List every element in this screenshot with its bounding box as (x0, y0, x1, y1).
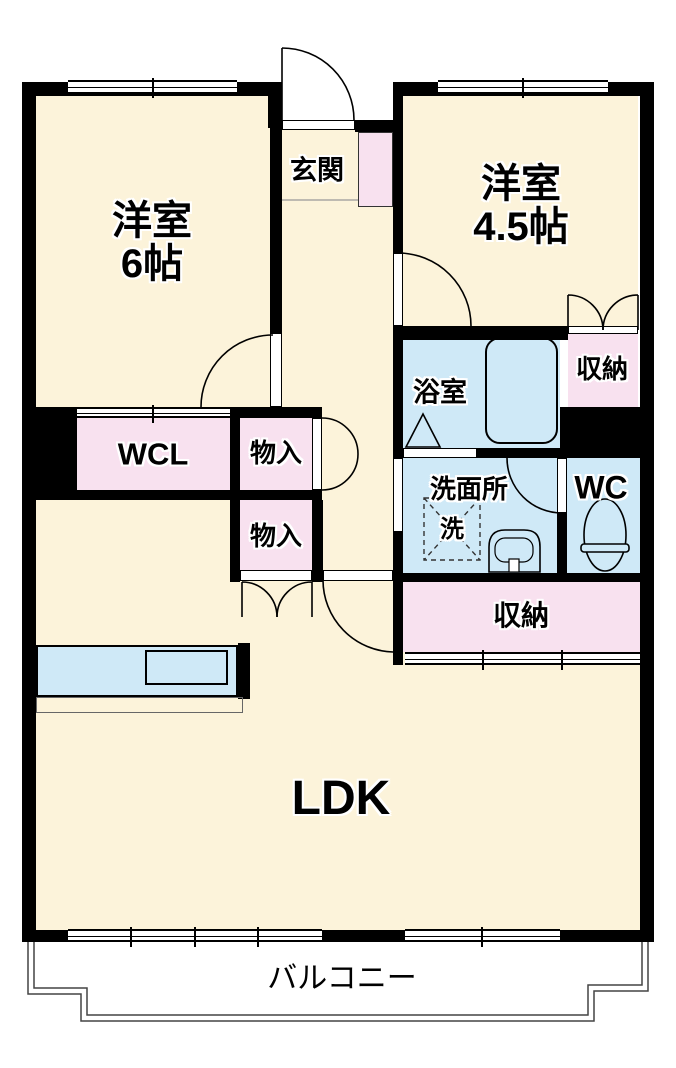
closet-bathroom-door-strip (568, 326, 638, 334)
wall-closet-west (393, 532, 403, 665)
entrance-label: 玄関 (290, 155, 344, 186)
closet-by-ldk-label: 収納 (492, 599, 550, 631)
wall-bath-closet-block (560, 407, 640, 458)
entrance-threshold (282, 120, 355, 130)
bathroom-threshold (403, 448, 477, 458)
room-name: 洋室 (112, 198, 192, 243)
entrance-door-swing (281, 47, 355, 121)
wall-wcl-block (36, 407, 77, 500)
storage-lower-door-strip (240, 570, 312, 581)
room-size: 6帖 (120, 242, 184, 286)
western-room-4-5-label: 洋室 4.5帖 (473, 161, 569, 249)
wall-wet-area-west (393, 326, 403, 458)
closet-by-bathroom-floor (568, 334, 638, 407)
window-ldk-right (405, 927, 560, 947)
shoe-cabinet (358, 132, 393, 207)
wall-storage-upper-top (240, 407, 322, 418)
door-toilet (557, 458, 567, 513)
kitchen-counter (36, 645, 238, 697)
ldk-label: LDK (291, 772, 391, 826)
kitchen-sink (145, 650, 228, 685)
toilet-room-label: WC (574, 469, 628, 506)
wcl-sliding-door (77, 405, 230, 423)
storage-upper-bifold (312, 418, 322, 490)
door-mullion (482, 650, 484, 670)
door-west6 (270, 333, 282, 407)
bathroom-label: 浴室 (413, 377, 467, 408)
window-ldk-left (68, 927, 322, 947)
window-mullion (152, 78, 154, 98)
window-west45 (438, 78, 608, 98)
wall-hall-west (270, 96, 282, 333)
wall-mid-band (36, 490, 322, 500)
wall-outer-right (640, 96, 654, 942)
room-name: 洋室 (480, 161, 561, 206)
window-mullion (257, 927, 259, 947)
window-mullion (481, 927, 483, 947)
closet-by-bathroom-label: 収納 (575, 353, 629, 384)
wall-kitchen-stub (238, 643, 250, 699)
walk-in-closet-floor (77, 418, 230, 490)
door-mullion (152, 405, 154, 423)
window-mullion (194, 927, 196, 947)
walk-in-closet-label: WCL (117, 436, 189, 472)
wall-bathroom-top (403, 326, 568, 340)
closet-by-ldk-floor (403, 582, 640, 652)
wall-storage-lower-right (312, 500, 323, 582)
washer-space-label: 洗 (440, 516, 464, 544)
wall-toilet-left-lower (557, 513, 567, 573)
storage-lower-label: 物入 (249, 520, 303, 551)
door-mullion (561, 650, 563, 670)
storage-upper-floor (240, 418, 312, 490)
wall-washroom-bottom-band (393, 573, 654, 582)
wall-entrance-lintel (355, 120, 403, 132)
wall-outer-left (22, 82, 36, 942)
window-mullion (130, 927, 132, 947)
washroom-label: 洗面所 (429, 473, 509, 504)
wall-bathroom-bottom (477, 448, 560, 458)
storage-lower-floor (240, 500, 312, 570)
balcony-label: バルコニー (267, 961, 417, 995)
western-room-6-label: 洋室 6帖 (112, 198, 192, 286)
door-washroom (393, 458, 403, 532)
storage-upper-label: 物入 (249, 437, 303, 468)
room-size: 4.5帖 (473, 205, 569, 249)
door-west45 (393, 253, 403, 326)
closet-ldk-sliding-door (405, 650, 640, 670)
kitchen-counter-edge (36, 697, 243, 713)
window-mullion (522, 78, 524, 98)
wall-room45-west (393, 96, 403, 253)
hall-ldk-door-strip (323, 570, 393, 581)
window-west6 (68, 78, 237, 98)
